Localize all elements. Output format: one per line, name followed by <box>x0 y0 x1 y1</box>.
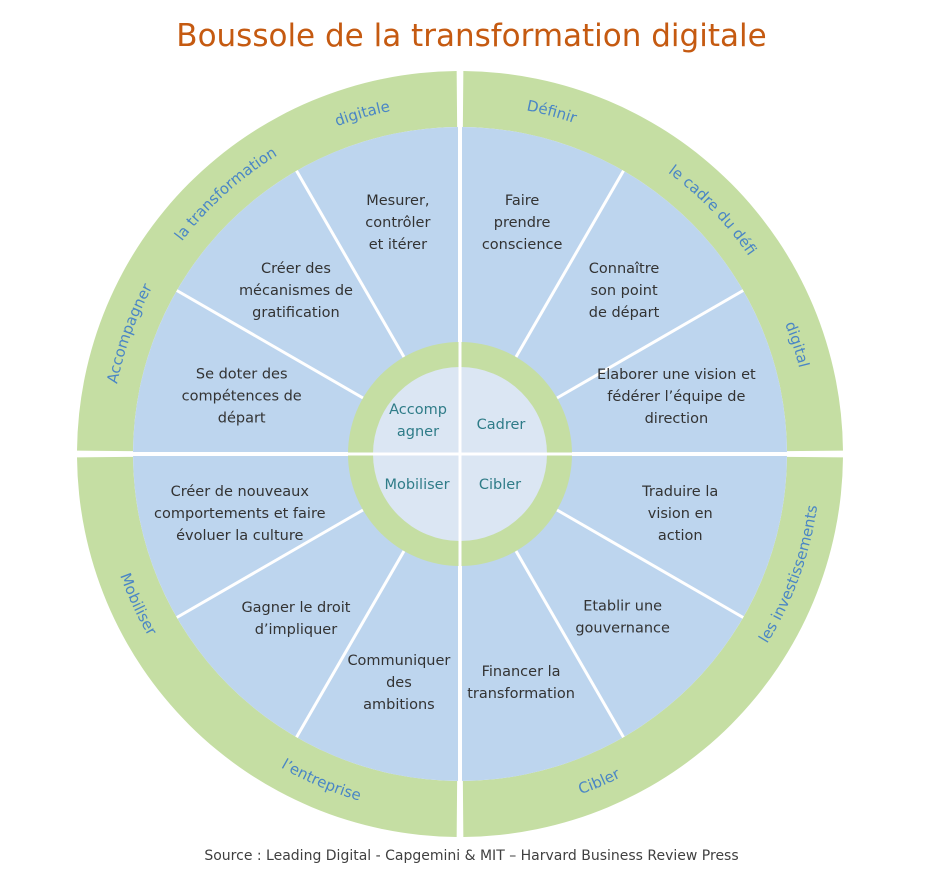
sector-divider-line <box>556 289 744 400</box>
center-label: Mobiliser <box>384 477 449 493</box>
center-hub <box>347 341 573 567</box>
sector-divider-line <box>176 289 364 400</box>
outer-ring-quadrant <box>462 456 843 837</box>
sector-divider-line <box>176 508 364 619</box>
page-title: Boussole de la transformation digitale <box>176 18 767 54</box>
outer-ring <box>77 71 843 837</box>
outer-ring-quadrant <box>77 71 458 452</box>
sector-divider-line <box>514 550 625 738</box>
sector-divider-line <box>514 170 625 358</box>
outer-ring-quadrant <box>462 71 843 452</box>
outer-ring-quadrant <box>77 456 458 837</box>
sector-divider-line <box>295 550 406 738</box>
source-caption: Source : Leading Digital - Capgemini & M… <box>204 848 739 864</box>
center-label: Cibler <box>479 477 521 493</box>
sector-divider-line <box>295 170 406 358</box>
sector-divider-line <box>556 508 744 619</box>
divider-lines <box>75 69 845 839</box>
center-label: Cadrer <box>477 417 526 433</box>
